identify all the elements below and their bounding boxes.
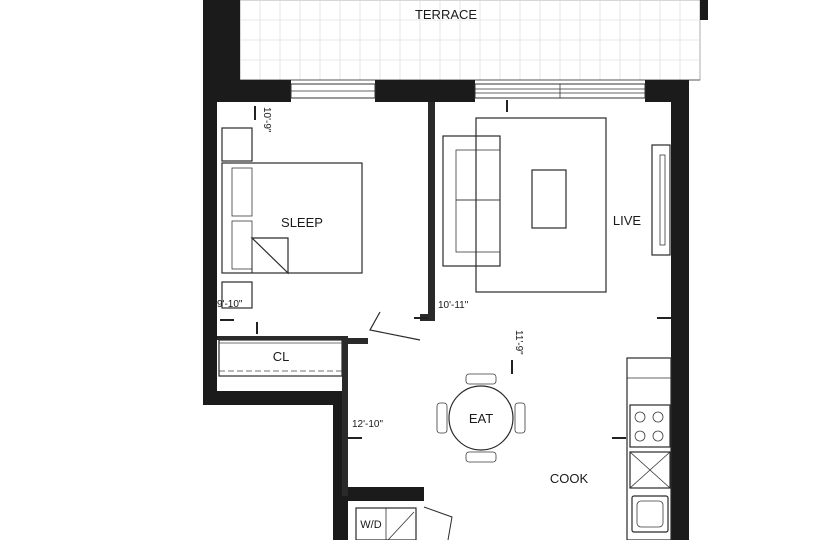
dimension-sleep-width: 9'-10" — [217, 299, 243, 310]
dimension-markers — [220, 100, 671, 439]
room-label-sleep: SLEEP — [281, 215, 323, 230]
bedroom-furniture — [221, 127, 363, 309]
bedroom-door — [369, 311, 421, 341]
dining-table — [448, 385, 514, 451]
living-furniture — [442, 117, 671, 293]
cooktop — [629, 404, 671, 448]
pillow-1 — [231, 167, 253, 217]
laundry — [355, 506, 453, 540]
pillow-2 — [231, 220, 253, 270]
sink — [631, 495, 669, 533]
counter — [626, 357, 672, 540]
kitchen — [626, 357, 672, 540]
nightstand-top — [221, 127, 253, 162]
room-label-closet: CL — [273, 349, 290, 364]
windows — [290, 83, 646, 99]
terrace-grid — [240, 0, 700, 80]
room-label-terrace: TERRACE — [415, 7, 477, 22]
room-label-eat: EAT — [469, 411, 493, 426]
dimension-sleep-depth: 10'-9" — [261, 107, 272, 133]
fridge — [629, 451, 671, 489]
dimension-live-width: 10'-11" — [438, 300, 469, 311]
rug — [475, 117, 607, 293]
dimension-eat-width: 12'-10" — [352, 419, 383, 430]
room-label-live: LIVE — [613, 213, 642, 228]
media-unit — [651, 144, 671, 256]
terrace-area — [239, 0, 701, 81]
closet — [218, 339, 343, 377]
room-label-laundry: W/D — [360, 519, 381, 531]
dimension-eat-depth: 11'-9" — [513, 330, 524, 355]
room-label-cook: COOK — [550, 471, 589, 486]
nightstand-bottom — [221, 281, 253, 309]
coffee-table — [531, 169, 567, 229]
sofa — [442, 135, 501, 267]
dining-set — [436, 373, 526, 463]
bed — [221, 162, 363, 274]
exterior-walls — [203, 0, 708, 540]
